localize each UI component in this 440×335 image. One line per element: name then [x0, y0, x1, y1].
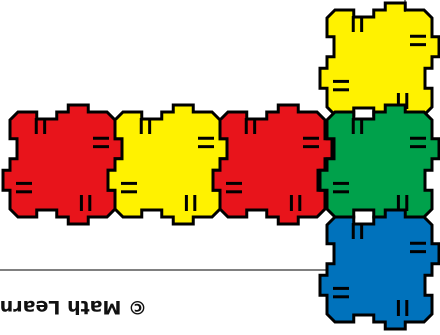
red-tile-2 [213, 105, 332, 224]
red-tile-1-shape [3, 105, 122, 224]
red-tile-1 [3, 105, 122, 224]
watermark-caption: © Math Learn [99, 292, 147, 318]
top-yellow-tile [320, 3, 439, 122]
bottom-blue-tile [320, 210, 439, 329]
yellow-tile [108, 105, 227, 224]
green-tile-shape [320, 105, 439, 224]
bottom-blue-tile-shape [320, 210, 439, 329]
yellow-tile-shape [108, 105, 227, 224]
top-yellow-tile-shape [320, 3, 439, 122]
red-tile-2-shape [213, 105, 332, 224]
green-tile [320, 105, 439, 224]
